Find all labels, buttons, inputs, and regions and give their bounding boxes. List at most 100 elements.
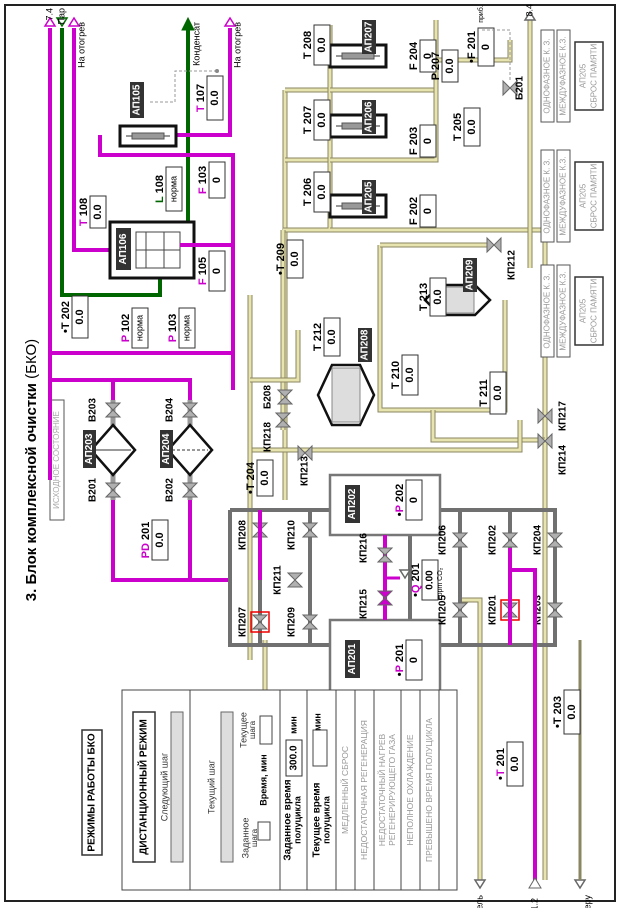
valve-body-bottom[interactable] xyxy=(501,539,519,548)
device-tag-bg xyxy=(463,258,477,292)
valve-body-bottom[interactable] xyxy=(376,554,394,563)
valve-body-bottom[interactable] xyxy=(104,489,122,498)
valve-b201b[interactable] xyxy=(502,79,518,97)
valve-body-top[interactable] xyxy=(251,614,269,623)
valve-body-bottom[interactable] xyxy=(274,419,292,428)
valve-body-top[interactable] xyxy=(546,532,564,541)
valve-kp207[interactable] xyxy=(250,611,270,633)
valve-b203[interactable] xyxy=(104,402,122,418)
valve-kp214[interactable] xyxy=(537,432,553,450)
valve-body-bottom[interactable] xyxy=(286,579,304,588)
valve-kp216[interactable] xyxy=(376,547,394,563)
next-step-label: Следующий шаг xyxy=(159,752,169,821)
valve-kp202[interactable] xyxy=(501,532,519,548)
reset-memory-button-1-frame[interactable] xyxy=(574,41,604,111)
valve-body-left[interactable] xyxy=(502,79,511,97)
remote-mode-button-frame[interactable] xyxy=(132,711,156,863)
valve-body-top[interactable] xyxy=(104,402,122,411)
sensor-label: •P 202 xyxy=(394,484,406,516)
valve-body-bottom[interactable] xyxy=(251,621,269,630)
sensor-value: 0 xyxy=(211,177,223,183)
valve-body-right[interactable] xyxy=(544,407,553,425)
process-loop xyxy=(228,508,557,647)
valve-body-top[interactable] xyxy=(286,572,304,581)
sensor-label: F 105 xyxy=(197,257,209,285)
valve-body-top[interactable] xyxy=(546,602,564,611)
valve-label: КП211 xyxy=(273,565,284,595)
valve-label: Б201 xyxy=(515,76,526,100)
stream-label-to-atmosphere: В атмосферу xyxy=(582,895,592,908)
valve-kp212[interactable] xyxy=(486,236,502,254)
valve-body-bottom[interactable] xyxy=(181,409,199,418)
remote-mode-button[interactable]: ДИСТАНЦИОННЫЙ РЕЖИМ xyxy=(132,711,156,863)
valve-body-bottom[interactable] xyxy=(181,489,199,498)
valve-body-left[interactable] xyxy=(537,432,546,450)
gas-pipe-outline xyxy=(430,410,545,443)
valve-body-left[interactable] xyxy=(297,444,306,462)
valve-kp217[interactable] xyxy=(537,407,553,425)
valve-kp210[interactable] xyxy=(301,522,319,538)
stream-arrow-icon xyxy=(43,16,57,27)
valve-body-bottom[interactable] xyxy=(451,609,469,618)
valve-body-top[interactable] xyxy=(274,412,292,421)
valve-kp209[interactable] xyxy=(301,614,319,630)
valve-body-bottom[interactable] xyxy=(104,409,122,418)
valve-kp218[interactable] xyxy=(274,412,292,428)
valve-kp204[interactable] xyxy=(546,532,564,548)
reset-memory-button-2-frame[interactable] xyxy=(574,161,604,231)
valve-body-top[interactable] xyxy=(451,532,469,541)
valve-body-top[interactable] xyxy=(301,522,319,531)
valve-kp215[interactable] xyxy=(376,590,394,606)
valve-kp203[interactable] xyxy=(546,602,564,618)
valve-kp205[interactable] xyxy=(451,602,469,618)
valve-body-right[interactable] xyxy=(304,444,313,462)
valve-body-bottom[interactable] xyxy=(301,529,319,538)
valve-body-bottom[interactable] xyxy=(276,396,294,405)
valve-body-bottom[interactable] xyxy=(376,597,394,606)
reset-memory-button-3-frame[interactable] xyxy=(574,276,604,346)
set-halfcycle-input[interactable] xyxy=(285,739,303,777)
sensor-value: 0.0 xyxy=(509,756,521,771)
valve-body-top[interactable] xyxy=(501,532,519,541)
valve-body-bottom[interactable] xyxy=(451,539,469,548)
sensor-value-box xyxy=(206,75,224,121)
valve-body-left[interactable] xyxy=(537,407,546,425)
valve-body-top[interactable] xyxy=(181,482,199,491)
valve-b204[interactable] xyxy=(181,402,199,418)
reset-memory-button-1-text: СБРОС ПАМЯТИ xyxy=(590,43,599,108)
device-tag-bg xyxy=(345,640,360,678)
set-step-time-field[interactable] xyxy=(257,821,271,841)
current-step-field xyxy=(220,711,234,863)
valve-body-top[interactable] xyxy=(376,547,394,556)
initial-state-button[interactable]: ИСХОДНОЕ СОСТОЯНИЕ xyxy=(49,399,65,521)
sensor-label: F 203 xyxy=(408,127,420,155)
valve-body-bottom[interactable] xyxy=(546,609,564,618)
valve-body-bottom[interactable] xyxy=(546,539,564,548)
valve-kp206[interactable] xyxy=(451,532,469,548)
valve-b208[interactable] xyxy=(276,389,294,405)
device-tag-ap203: АП203 xyxy=(83,430,96,468)
valve-body-top[interactable] xyxy=(376,590,394,599)
valve-body-top[interactable] xyxy=(301,614,319,623)
valve-body-right[interactable] xyxy=(544,432,553,450)
valve-body-top[interactable] xyxy=(451,602,469,611)
device-tag-text: АП105 xyxy=(132,84,143,115)
valve-body-bottom[interactable] xyxy=(301,621,319,630)
valve-kp211[interactable] xyxy=(286,572,304,588)
valve-kp213[interactable] xyxy=(297,444,313,462)
alarm-indicator-text: ПРЕВЫШЕНО ВРЕМЯ ПОЛУЦИКЛА xyxy=(424,718,434,862)
valve-body-right[interactable] xyxy=(493,236,502,254)
valve-label: КП213 xyxy=(300,456,311,486)
sensor-value-box xyxy=(151,519,169,561)
valve-body-top[interactable] xyxy=(276,389,294,398)
valve-body-right[interactable] xyxy=(509,79,518,97)
valve-b202[interactable] xyxy=(181,482,199,498)
sensor-value-box xyxy=(178,307,196,349)
valve-body-top[interactable] xyxy=(181,402,199,411)
valve-body-left[interactable] xyxy=(486,236,495,254)
valve-body-top[interactable] xyxy=(104,482,122,491)
valve-b201[interactable] xyxy=(104,482,122,498)
